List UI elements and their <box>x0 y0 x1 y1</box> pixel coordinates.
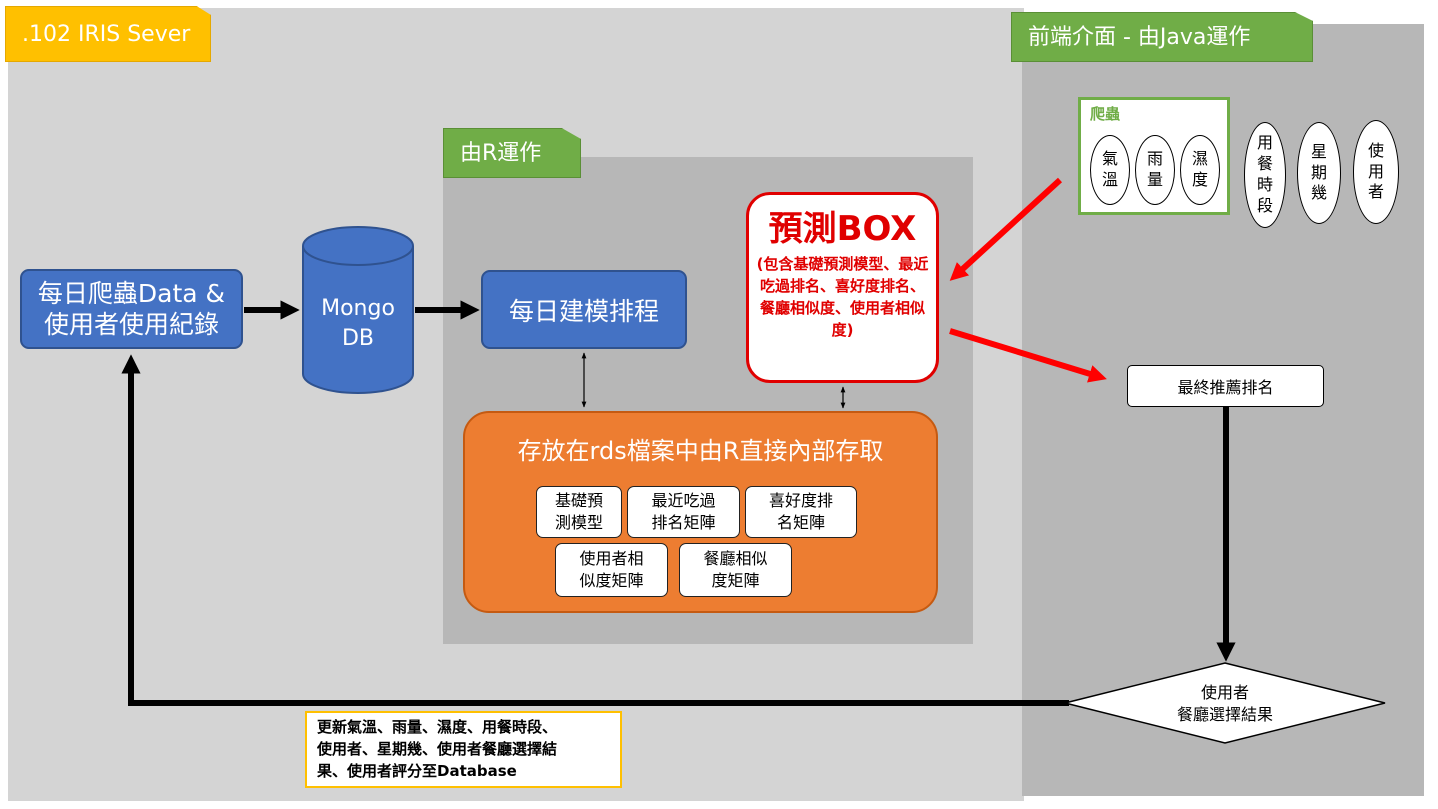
storage-item-preference-ranking: 喜好度排 名矩陣 <box>745 486 857 538</box>
oval-char: 段 <box>1256 195 1273 215</box>
oval-char: 者 <box>1367 182 1384 202</box>
final-ranking-label: 最終推薦排名 <box>1177 378 1274 397</box>
arrow-predict-to-ranking <box>949 328 1107 383</box>
decision-line-1: 使用者 <box>1200 683 1249 703</box>
database-note-line-2: 使用者、星期幾、使用者餐廳選擇結 <box>317 739 558 758</box>
predict-box: 預測BOX (包含基礎預測模型、最近吃過排名、喜好度排名、餐廳相似度、使用者相似… <box>746 192 939 383</box>
storage-item-line: 排名矩陣 <box>651 513 716 532</box>
mongo-db-label: Mongo DB <box>302 290 414 358</box>
storage-item-line: 基礎預 <box>554 491 603 511</box>
daily-modeling-box: 每日建模排程 <box>481 270 687 349</box>
input-weekday: 星 期 幾 <box>1297 122 1341 224</box>
arrow-decision-to-crawler <box>121 354 1069 706</box>
oval-char: 雨 <box>1146 149 1163 169</box>
storage-item-restaurant-similarity: 餐廳相似 度矩陣 <box>679 543 792 597</box>
storage-item-line: 測模型 <box>554 513 603 532</box>
oval-char: 幾 <box>1310 183 1327 203</box>
input-meal-time: 用 餐 時 段 <box>1244 122 1286 228</box>
storage-item-recent-ranking: 最近吃過 排名矩陣 <box>627 486 740 538</box>
r-runtime-label: 由R運作 <box>460 141 542 166</box>
oval-char: 濕 <box>1191 149 1208 169</box>
final-ranking-box: 最終推薦排名 <box>1127 365 1324 407</box>
frontend-region-tag: 前端介面 - 由Java運作 <box>1011 12 1313 62</box>
frontend-region-label: 前端介面 - 由Java運作 <box>1028 25 1251 50</box>
storage-item-line: 餐廳相似 <box>703 549 768 569</box>
database-note-line-3: 果、使用者評分至Database <box>317 761 517 780</box>
crawler-data-box: 每日爬蟲Data & 使用者使用紀錄 <box>20 269 243 349</box>
decision-diamond <box>1064 662 1386 744</box>
rds-storage-title: 存放在rds檔案中由R直接內部存取 <box>463 430 938 466</box>
oval-char: 餐 <box>1256 154 1273 174</box>
input-rainfall: 雨 量 <box>1135 135 1175 205</box>
oval-char: 用 <box>1256 133 1273 153</box>
storage-item-line: 名矩陣 <box>776 513 825 532</box>
oval-char: 使 <box>1367 140 1384 160</box>
database-note-line-1: 更新氣溫、雨量、濕度、用餐時段、 <box>317 718 558 736</box>
oval-char: 時 <box>1256 175 1273 194</box>
storage-item-line: 最近吃過 <box>651 491 716 511</box>
input-user: 使 用 者 <box>1353 120 1399 224</box>
input-temperature: 氣 溫 <box>1090 135 1130 205</box>
storage-item-user-similarity: 使用者相 似度矩陣 <box>555 543 668 597</box>
predict-box-title: 預測BOX <box>768 209 917 249</box>
storage-item-line: 使用者相 <box>579 549 644 569</box>
storage-item-line: 喜好度排 <box>768 491 833 511</box>
database-update-note: 更新氣溫、雨量、濕度、用餐時段、 使用者、星期幾、使用者餐廳選擇結 果、使用者評… <box>305 711 622 788</box>
daily-modeling-label: 每日建模排程 <box>508 296 659 326</box>
storage-item-line: 度矩陣 <box>711 571 760 590</box>
predict-box-description: (包含基礎預測模型、最近吃過排名、喜好度排名、餐廳相似度、使用者相似度) <box>756 255 929 339</box>
crawler-input-group-label: 爬蟲 <box>1081 100 1129 126</box>
mongo-db-cylinder <box>302 226 414 394</box>
mongo-db-line-1: Mongo <box>321 296 395 322</box>
arrow-inputs-to-predict <box>949 177 1063 281</box>
server-region-label: .102 IRIS Sever <box>22 22 191 47</box>
crawler-data-line-1: 每日爬蟲Data & <box>37 278 226 308</box>
r-runtime-tag: 由R運作 <box>443 128 581 178</box>
oval-char: 度 <box>1191 170 1208 189</box>
server-region-tag: .102 IRIS Sever <box>5 6 211 62</box>
crawler-input-label-text: 爬蟲 <box>1089 104 1120 123</box>
crawler-data-line-2: 使用者使用紀錄 <box>43 310 219 339</box>
oval-char: 期 <box>1310 162 1327 182</box>
storage-item-line: 似度矩陣 <box>579 571 644 590</box>
oval-char: 用 <box>1367 161 1384 181</box>
oval-char: 星 <box>1310 141 1327 161</box>
decision-label: 使用者 餐廳選擇結果 <box>1130 678 1320 730</box>
oval-char: 溫 <box>1101 170 1118 189</box>
mongo-db-line-2: DB <box>341 326 375 351</box>
rds-storage-title-text: 存放在rds檔案中由R直接內部存取 <box>517 436 884 465</box>
input-humidity: 濕 度 <box>1180 135 1220 205</box>
oval-char: 量 <box>1146 170 1163 189</box>
oval-char: 氣 <box>1101 149 1118 169</box>
decision-line-2: 餐廳選擇結果 <box>1176 705 1273 724</box>
storage-item-base-model: 基礎預 測模型 <box>536 486 622 538</box>
